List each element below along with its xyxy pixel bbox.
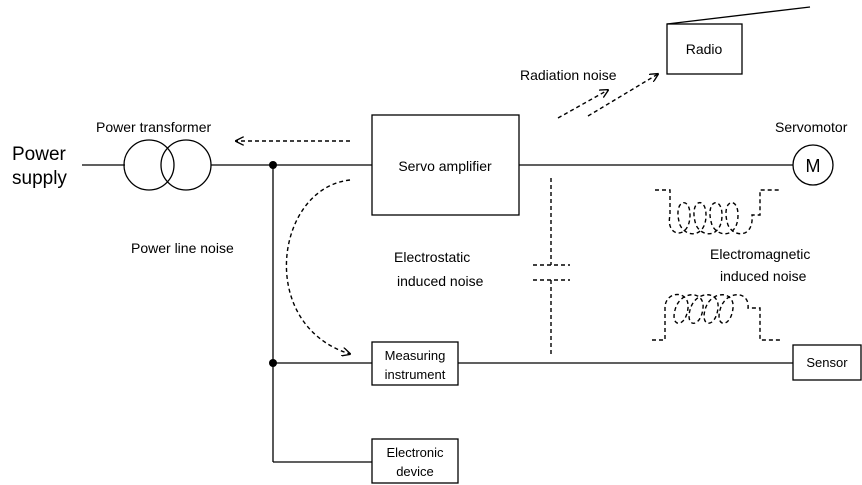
transformer-primary-coil: [123, 139, 175, 191]
motor-symbol-circle: [792, 144, 834, 186]
electromagnetic-noise-label: Electromagnetic: [710, 246, 810, 262]
electronic-device-label: Electronic: [386, 445, 444, 460]
radiation-arrow-1: [557, 90, 608, 119]
measuring-instrument-label: Measuring: [385, 348, 446, 363]
servo-amplifier-label: Servo amplifier: [398, 158, 492, 174]
electrostatic-noise-label-2: induced noise: [397, 273, 484, 289]
power-transformer-label: Power transformer: [96, 119, 211, 135]
power-supply-label: Power: [12, 144, 67, 165]
power-supply-label-2: supply: [12, 168, 67, 189]
electromagnetic-noise-label-2: induced noise: [720, 268, 807, 284]
electrostatic-noise-label: Electrostatic: [394, 249, 470, 265]
radio-label: Radio: [686, 41, 723, 57]
electronic-device-label-2: device: [396, 464, 434, 479]
electronic-device-box: [371, 438, 459, 484]
power-line-noise-arrow: [285, 179, 350, 354]
transformer-secondary-coil: [160, 139, 212, 191]
measuring-instrument-label-2: instrument: [385, 367, 446, 382]
sensor-label: Sensor: [806, 355, 848, 370]
lower-coil: [652, 293, 780, 341]
servo-amplifier-box: [371, 114, 520, 216]
upper-coil: [655, 189, 780, 235]
measuring-instrument-box: [371, 341, 459, 386]
radiation-noise-label: Radiation noise: [520, 67, 617, 83]
radio-box: [666, 23, 743, 75]
sensor-box: [792, 344, 862, 381]
motor-symbol-label: M: [806, 156, 821, 176]
radio-antenna: [666, 6, 811, 25]
servomotor-label: Servomotor: [775, 119, 848, 135]
power-line-noise-label: Power line noise: [131, 240, 234, 256]
